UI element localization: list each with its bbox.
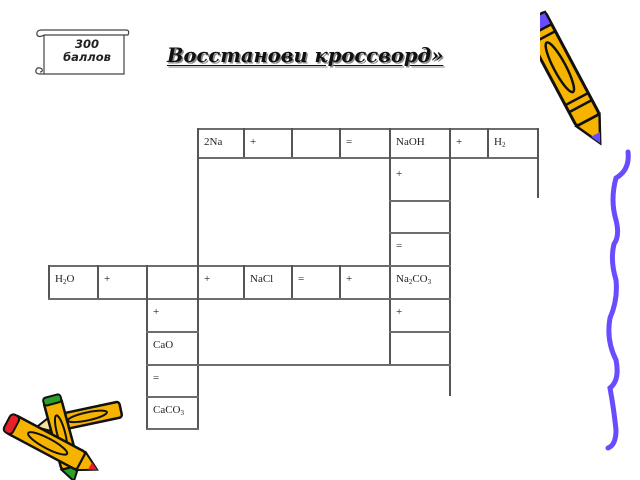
grid-line xyxy=(449,128,451,396)
grid-line xyxy=(389,200,451,202)
grid-line xyxy=(197,265,199,429)
points-scroll-badge: 300 баллов xyxy=(34,24,130,78)
cell-equals[interactable]: = xyxy=(396,240,403,252)
cell-nacl[interactable]: NaCl xyxy=(250,273,274,285)
pencil-drawing-icon xyxy=(540,10,631,451)
grid-line xyxy=(339,128,341,157)
grid-line xyxy=(389,331,451,333)
cell-text: Na xyxy=(396,273,409,285)
cell-h2o[interactable]: H2O xyxy=(50,267,74,286)
grid-line xyxy=(243,128,245,157)
grid-line xyxy=(197,157,539,159)
cell-plus[interactable]: + xyxy=(153,306,160,318)
subscript: 3 xyxy=(180,409,185,417)
grid-line xyxy=(146,428,199,430)
grid-line xyxy=(146,396,199,398)
grid-line xyxy=(146,265,148,429)
grid-line xyxy=(48,298,392,300)
points-value: 300 xyxy=(74,37,99,51)
cell-equals[interactable]: = xyxy=(346,136,353,148)
cell-caco3[interactable]: CaCO3 xyxy=(148,398,184,417)
crossed-pencils-icon xyxy=(2,393,124,480)
points-text: 300 баллов xyxy=(44,38,130,64)
cell-plus[interactable]: + xyxy=(396,306,403,318)
grid-line xyxy=(389,298,451,300)
cell-text: H xyxy=(494,136,502,148)
cell-text: O xyxy=(66,273,75,285)
grid-line xyxy=(97,265,99,298)
subscript: 3 xyxy=(427,278,432,286)
cell-plus[interactable]: + xyxy=(104,273,111,285)
cell-cao[interactable]: CaO xyxy=(153,339,174,351)
grid-line xyxy=(537,128,539,198)
subscript: 2 xyxy=(501,141,506,149)
cell-text: H xyxy=(55,273,63,285)
cell-blank[interactable] xyxy=(391,333,449,364)
cell-blank[interactable] xyxy=(293,130,339,157)
cell-plus[interactable]: + xyxy=(456,136,463,148)
cell-na2co3[interactable]: Na2CO3 xyxy=(391,267,431,286)
points-unit: баллов xyxy=(63,50,111,64)
cell-plus[interactable]: + xyxy=(204,273,211,285)
cell-naoh[interactable]: NaOH xyxy=(396,136,425,148)
grid-line xyxy=(487,128,489,157)
cell-2na[interactable]: 2Na xyxy=(204,136,223,148)
subscript: 2 xyxy=(408,278,413,286)
grid-line xyxy=(389,128,391,364)
cell-blank[interactable] xyxy=(391,202,449,232)
grid-line xyxy=(197,128,199,265)
grid-line xyxy=(197,128,539,130)
grid-line xyxy=(291,265,293,298)
cell-plus[interactable]: + xyxy=(250,136,257,148)
page-title: Восстанови кроссворд» xyxy=(167,44,444,67)
cell-plus[interactable]: + xyxy=(396,168,403,180)
cell-text: CO xyxy=(412,273,428,285)
grid-line xyxy=(146,331,199,333)
grid-line xyxy=(48,265,50,298)
cell-equals[interactable]: = xyxy=(298,273,305,285)
cell-text: CaCO xyxy=(153,404,181,416)
cell-plus[interactable]: + xyxy=(346,273,353,285)
grid-line xyxy=(339,265,341,298)
cell-equals[interactable]: = xyxy=(153,372,160,384)
grid-line xyxy=(291,128,293,157)
cell-blank[interactable] xyxy=(148,267,197,298)
subscript: 2 xyxy=(62,278,67,286)
grid-line xyxy=(48,265,451,267)
scroll-icon xyxy=(35,29,130,75)
cell-h2[interactable]: H2 xyxy=(489,130,505,149)
grid-line xyxy=(243,265,245,298)
grid-line xyxy=(146,364,451,366)
grid-line xyxy=(389,232,451,234)
